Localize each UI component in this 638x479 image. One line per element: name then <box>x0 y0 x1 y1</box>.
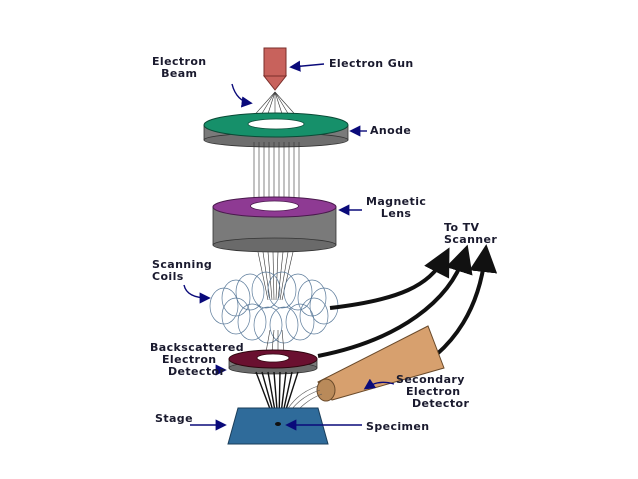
label-se-line-3: Detector <box>412 397 470 410</box>
beam-lower <box>257 251 294 301</box>
label-scanning-coils-line-2: Coils <box>152 270 184 283</box>
label-arrows <box>183 60 395 431</box>
label-se-line-2: Electron <box>406 385 461 398</box>
bse-detector-icon <box>228 349 318 375</box>
label-electron-gun: Electron Gun <box>329 57 414 70</box>
label-scanning-coils-line-1: Scanning <box>152 258 213 271</box>
label-anode: Anode <box>370 124 412 137</box>
label-backscattered-detector: Backscattered Electron Detector <box>150 342 244 378</box>
label-bse-line-3: Detector <box>168 365 226 378</box>
label-specimen: Specimen <box>366 420 430 433</box>
label-electron-beam-line-1: Electron <box>152 55 207 68</box>
anode-icon <box>203 112 349 148</box>
label-electron-beam-line-2: Beam <box>161 67 198 80</box>
scanning-coils-icon <box>209 271 339 344</box>
label-magnetic-lens-line-1: Magnetic <box>366 195 427 208</box>
stage-icon <box>227 407 329 445</box>
label-electron-beam: Electron Beam <box>152 56 207 80</box>
beam-middle <box>253 142 300 200</box>
label-bse-line-1: Backscattered <box>150 341 245 354</box>
label-se-line-1: Secondary <box>396 373 465 386</box>
label-secondary-detector: Secondary Electron Detector <box>396 374 469 410</box>
label-scanning-coils: Scanning Coils <box>152 259 212 283</box>
se-detector-icon <box>283 325 445 419</box>
magnetic-lens-icon <box>212 196 337 253</box>
beam-coil-exit <box>265 329 285 353</box>
label-stage: Stage <box>155 412 193 425</box>
label-bse-line-2: Electron <box>162 353 217 366</box>
electron-gun-icon <box>262 47 288 91</box>
label-magnetic-lens-line-2: Lens <box>380 207 412 220</box>
label-to-tv-line-2: Scanner <box>444 233 498 246</box>
label-magnetic-lens: Magnetic Lens <box>366 196 426 220</box>
label-to-tv-scanner: To TV Scanner <box>436 222 497 246</box>
label-to-tv-line-1: To TV <box>444 221 480 234</box>
